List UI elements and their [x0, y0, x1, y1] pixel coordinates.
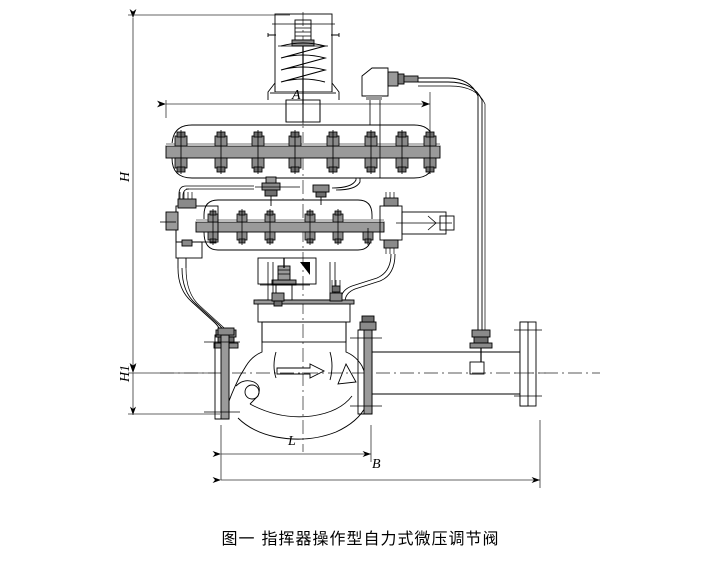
outlet-support-block	[469, 361, 485, 375]
diaphragm-case-bolts	[174, 130, 437, 174]
adjusting-screw	[291, 19, 315, 47]
dimension-label-A: A	[292, 88, 301, 103]
valve-body	[223, 342, 367, 440]
inlet-flange	[204, 327, 240, 420]
impulse-tube-upper	[418, 77, 486, 330]
valve-bonnet	[253, 257, 355, 343]
pilot-top-fitting-left	[255, 176, 300, 206]
dimension-lines	[128, 9, 541, 488]
pilot-upper-tubing	[178, 178, 361, 206]
impulse-tube-lower-fitting	[469, 329, 493, 362]
pilot-right-fitting	[379, 192, 455, 254]
upper-case-side-fitting	[361, 67, 419, 178]
dimension-label-H: H	[118, 171, 133, 182]
pilot-top-fitting-right	[312, 184, 330, 205]
dimension-label-L: L	[288, 434, 296, 449]
pilot-actuator	[195, 199, 385, 251]
dimension-label-H1: H1	[118, 364, 133, 382]
pilot-right-tubing	[340, 253, 396, 303]
upper-diaphragm-case	[165, 124, 441, 179]
pilot-left-fitting	[160, 192, 219, 268]
outlet-spool	[372, 321, 546, 407]
outlet-flange	[350, 315, 382, 415]
dimension-label-B: B	[372, 457, 381, 472]
figure-caption: 图一 指挥器操作型自力式微压调节阀	[221, 529, 500, 548]
pilot-bolts	[207, 209, 374, 245]
flow-direction-arrow	[276, 363, 326, 379]
